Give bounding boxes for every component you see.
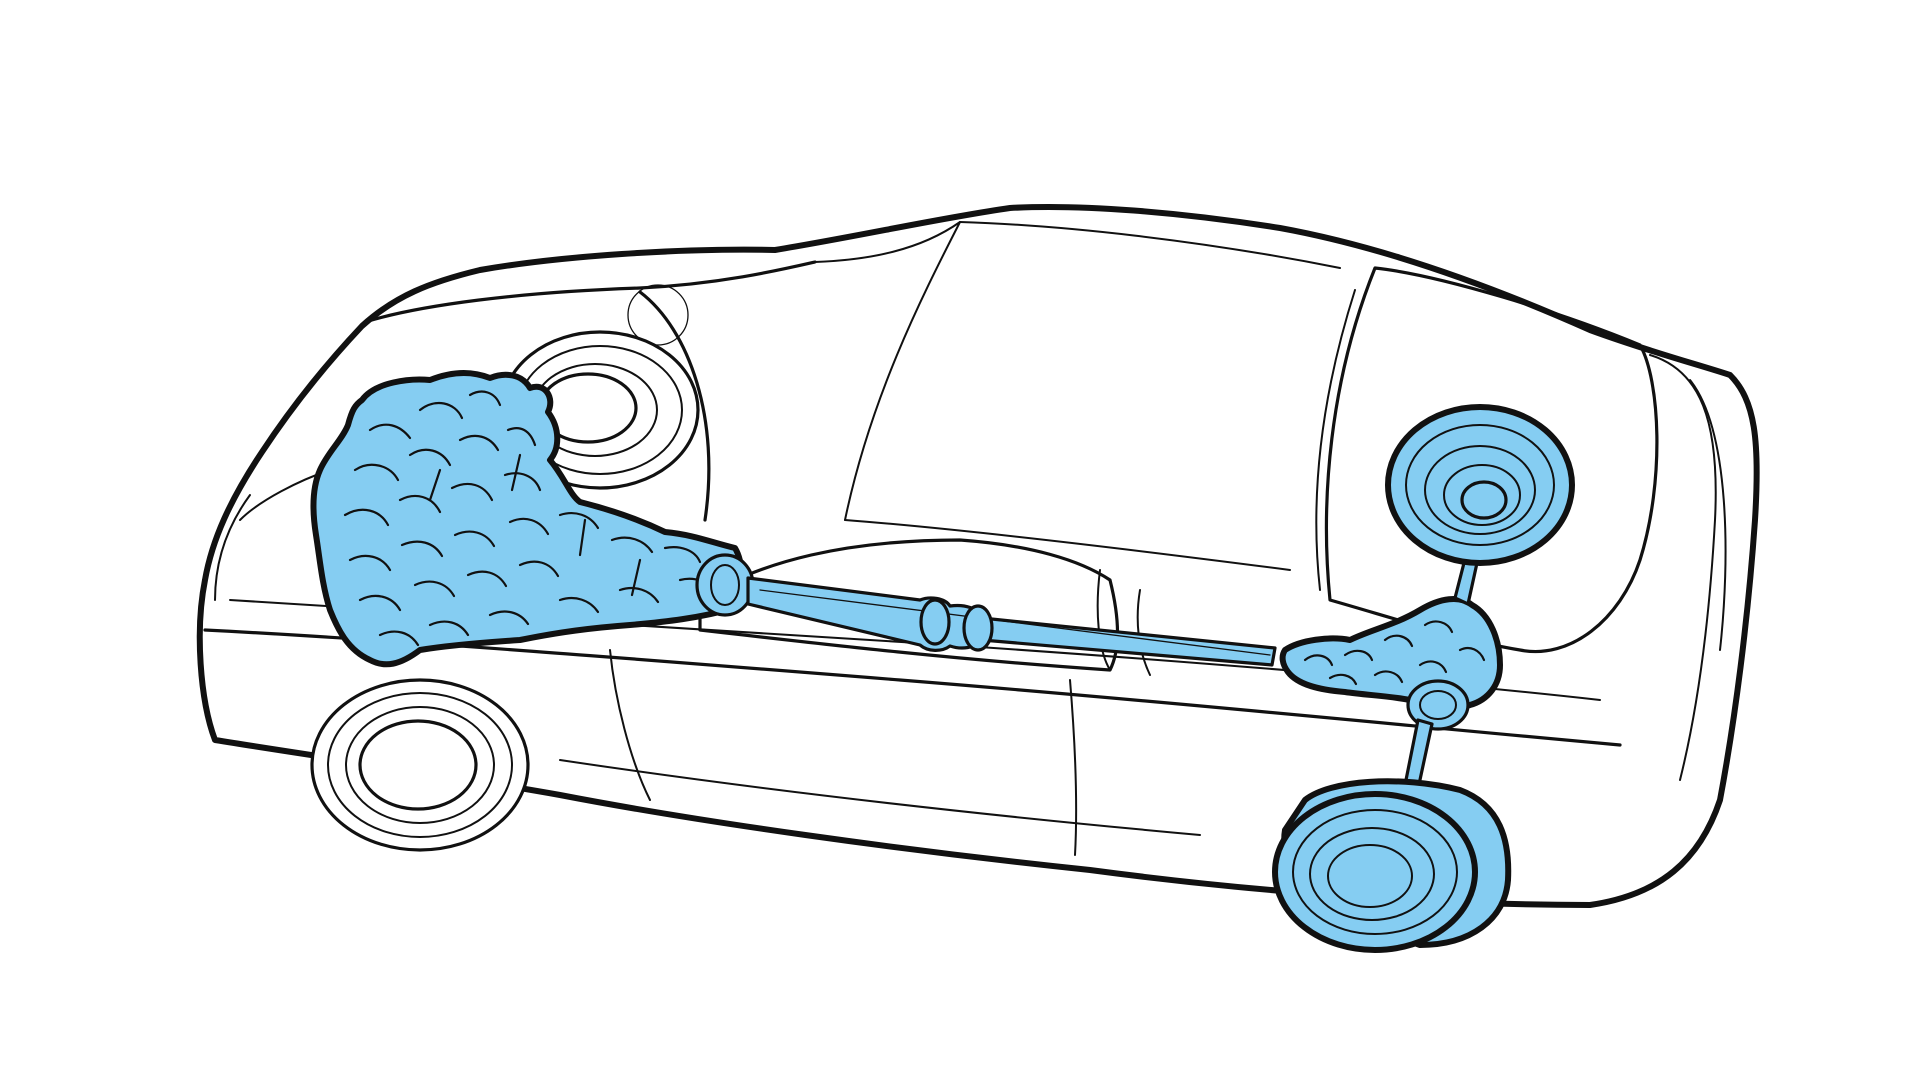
a-pillar-left [814,221,961,263]
front-door [609,649,651,801]
roof-left-edge [959,221,1341,269]
windshield-top [844,221,961,521]
driveshaft-joint-1 [919,598,951,646]
front-bumper [214,494,251,601]
rear-wheel-left [1272,778,1512,953]
side-window [698,538,1120,672]
b-pillar [1096,569,1111,671]
diff-output-hub [1406,679,1470,731]
rocker-line [559,759,1201,836]
rear-panel-1 [1649,354,1717,781]
driveshaft-joint-2 [962,604,994,652]
roof-right-edge [844,519,1291,571]
windshield-base [638,290,711,522]
rear-panel-2 [1689,379,1727,651]
trunk-lid [1315,289,1356,591]
front-wheel-left [310,678,530,852]
drivetrain [310,370,1575,953]
rear-window [1324,266,1659,653]
engine-texture [343,390,718,647]
fuel-cap [627,284,689,346]
hood-edge [363,260,817,324]
rear-door [1069,679,1078,856]
rear-wheel-right [1385,404,1575,566]
